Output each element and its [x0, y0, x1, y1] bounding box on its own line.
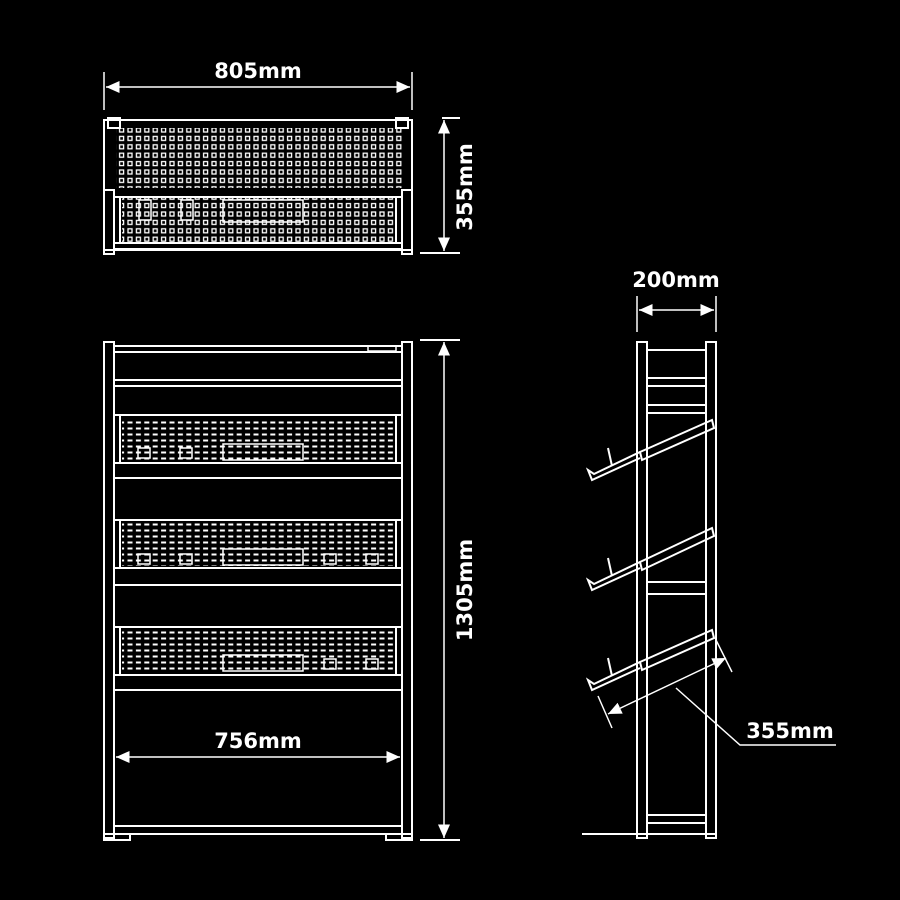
shelf-depth-label: 355mm — [746, 719, 834, 743]
top-width-label: 805mm — [214, 59, 302, 83]
angled-shelf — [585, 526, 716, 592]
front-height-label: 1305mm — [453, 539, 477, 641]
shelf-1 — [113, 414, 403, 479]
side-depth-label: 200mm — [632, 268, 720, 292]
angled-shelf — [585, 418, 716, 482]
side-view: 200mm 355mm — [582, 268, 836, 839]
front-view: 756mm 1305mm — [103, 339, 477, 841]
front-inner-width-label: 756mm — [214, 729, 302, 753]
shelf-3 — [113, 626, 403, 691]
pegboard-pattern — [116, 128, 402, 188]
shelf-2 — [113, 519, 403, 586]
top-view: 805mm 355mm — [103, 59, 477, 255]
top-depth-label: 355mm — [453, 143, 477, 231]
angled-shelf — [585, 628, 716, 692]
